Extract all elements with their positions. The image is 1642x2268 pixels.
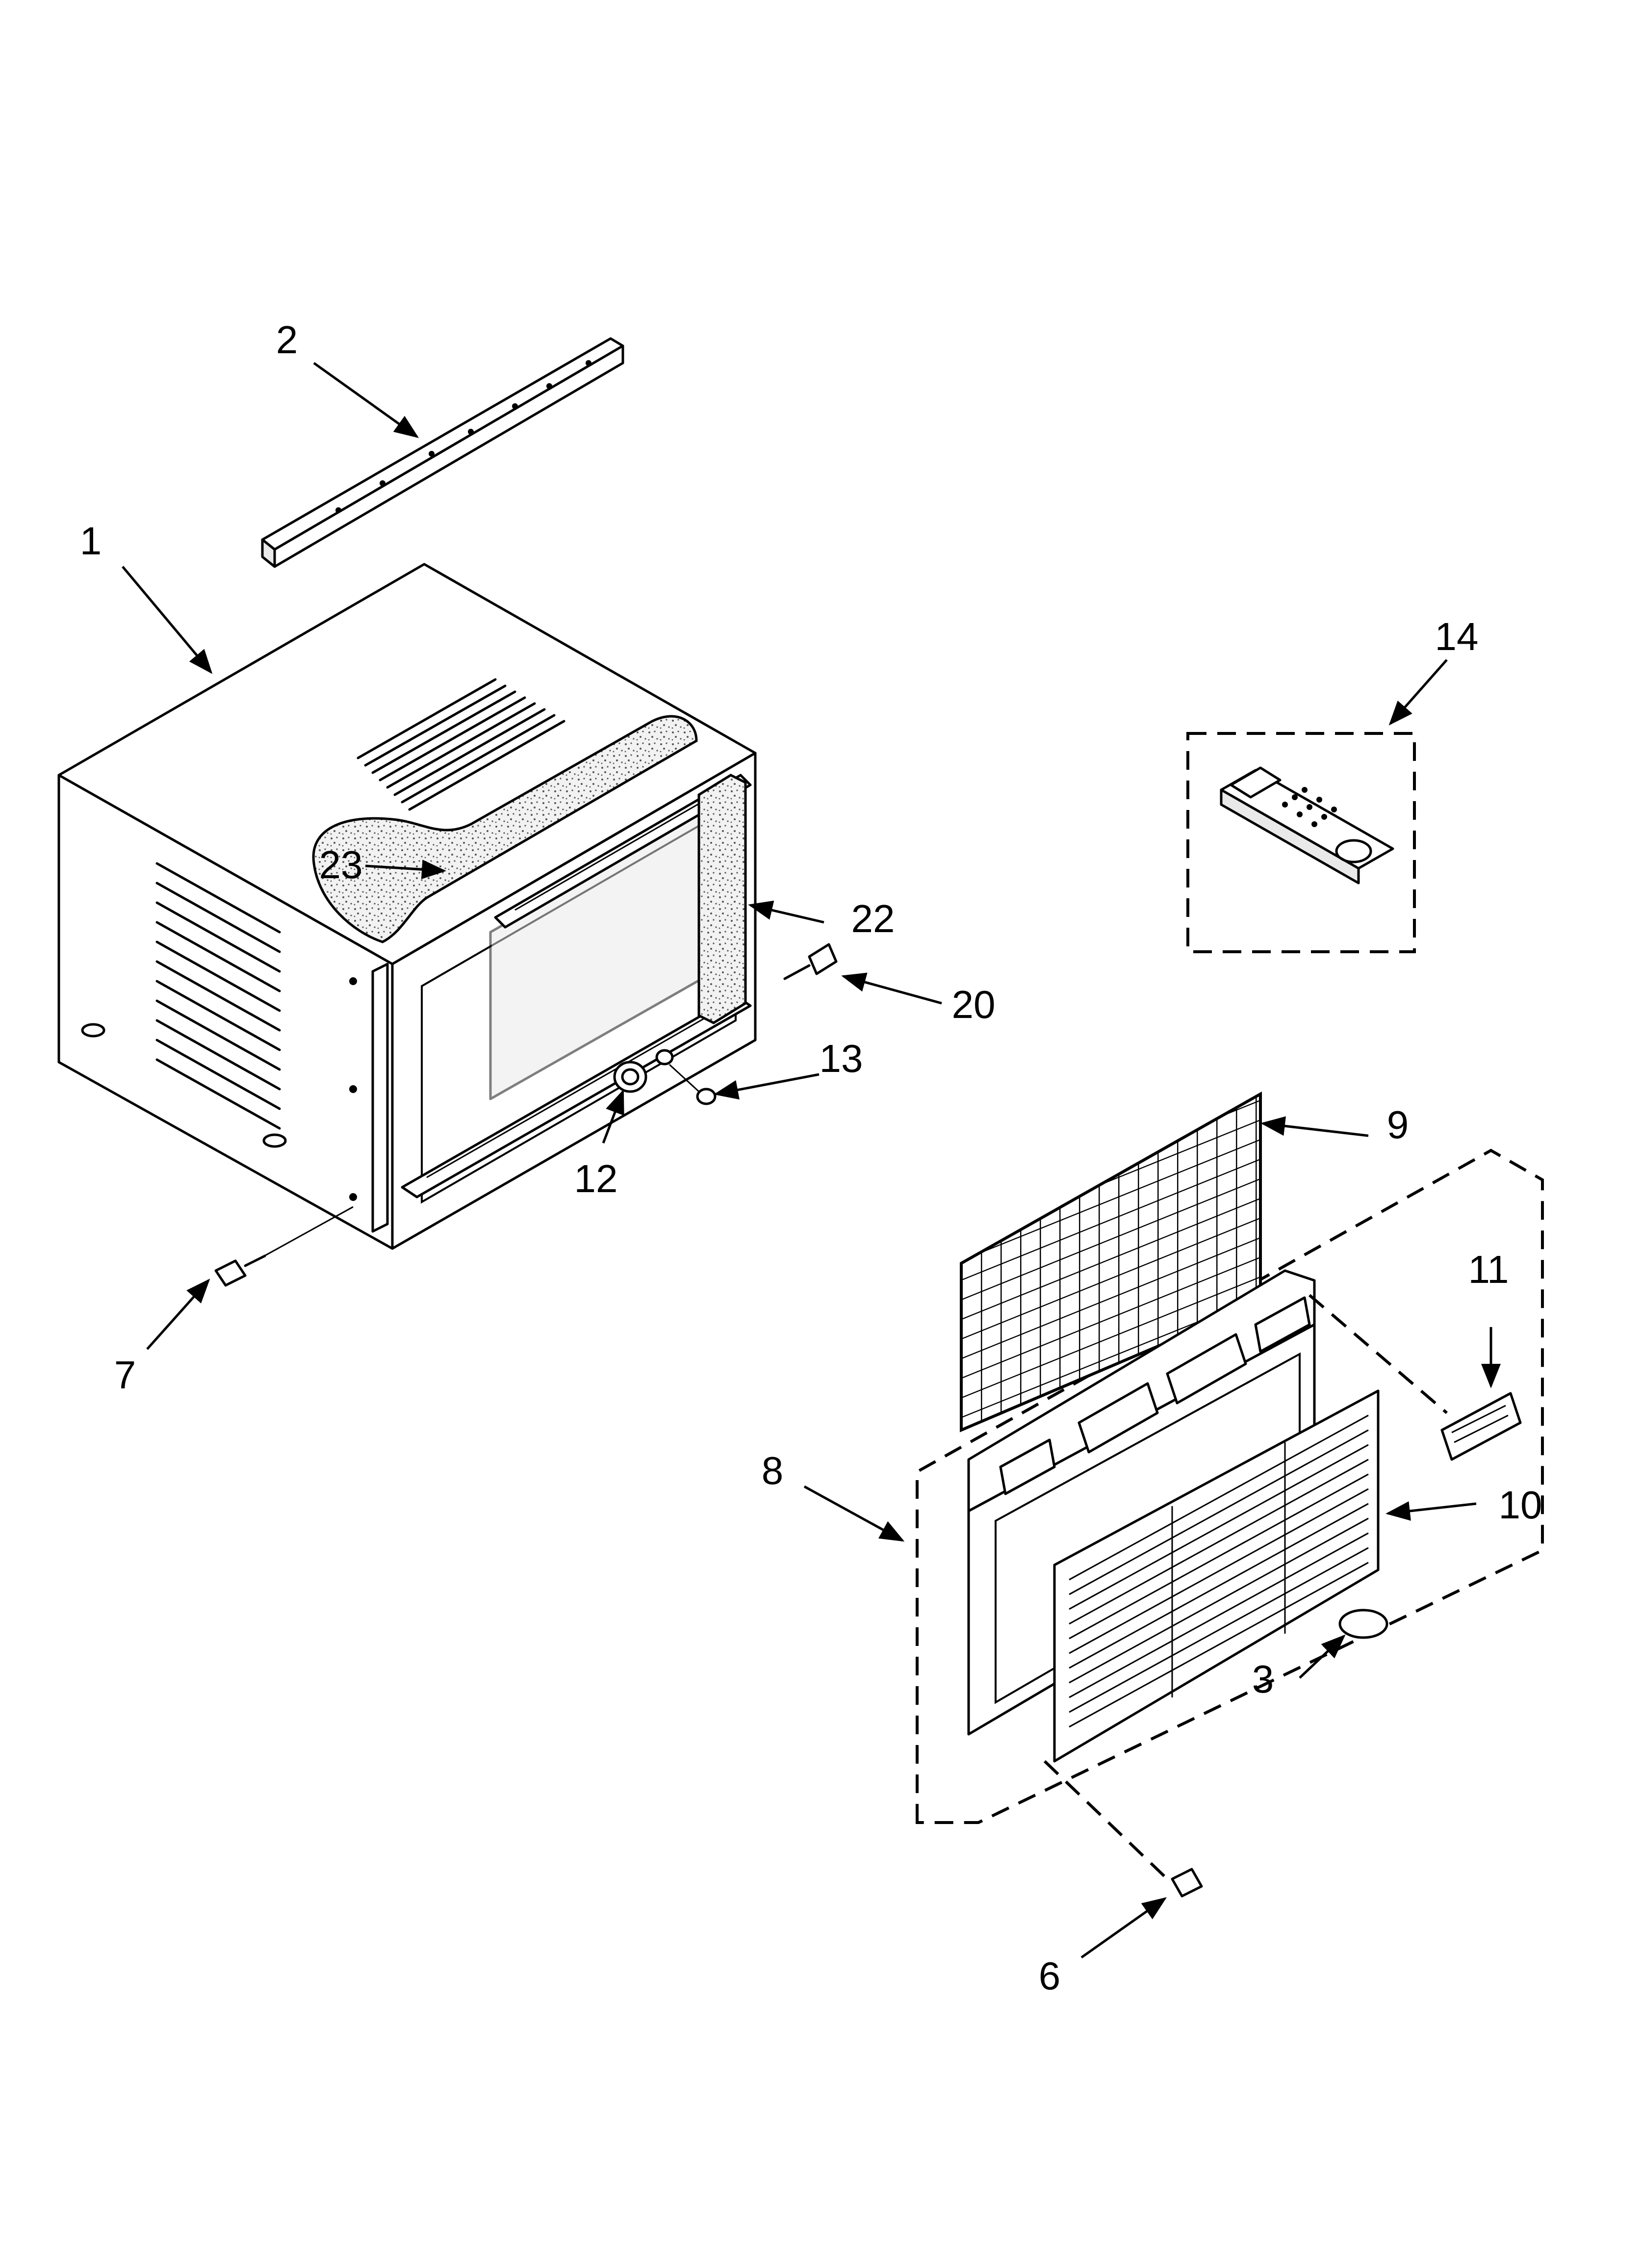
callout-23: 23 [319,843,363,886]
top-rail-part [261,337,624,568]
remote-control-part [1186,732,1416,953]
grille-part [1053,1389,1388,1763]
callout-2: 2 [276,318,298,362]
callout-11: 11 [1468,1248,1509,1291]
callout-20: 20 [952,983,996,1026]
vent-louvre-part [1308,1294,1522,1461]
callout-6: 6 [1039,1954,1061,1998]
grommet-part [613,1061,647,1093]
callout-7: 7 [114,1353,136,1397]
screw-6-part [1043,1760,1203,1898]
callout-8: 8 [762,1449,784,1492]
callout-12: 12 [574,1157,618,1200]
screw-20-part [783,943,838,980]
side-seal-part [697,774,747,1024]
callout-10: 10 [1499,1483,1542,1527]
leader-arrows [122,362,1501,1959]
cabinet-part [57,563,757,1250]
callout-1: 1 [80,519,102,563]
top-seal-part [312,715,698,943]
callout-9: 9 [1387,1103,1409,1147]
washer-part [655,1049,717,1105]
callout-22: 22 [851,897,895,940]
front-assembly-outline [916,1148,1544,1824]
callout-labels: 1 2 3 6 7 8 9 10 11 12 13 14 20 22 23 [80,318,1542,1998]
callout-13: 13 [820,1037,863,1080]
badge-part [1338,1609,1388,1639]
screw-7-part [214,1206,354,1287]
callout-3: 3 [1252,1657,1274,1701]
callout-14: 14 [1435,615,1479,658]
